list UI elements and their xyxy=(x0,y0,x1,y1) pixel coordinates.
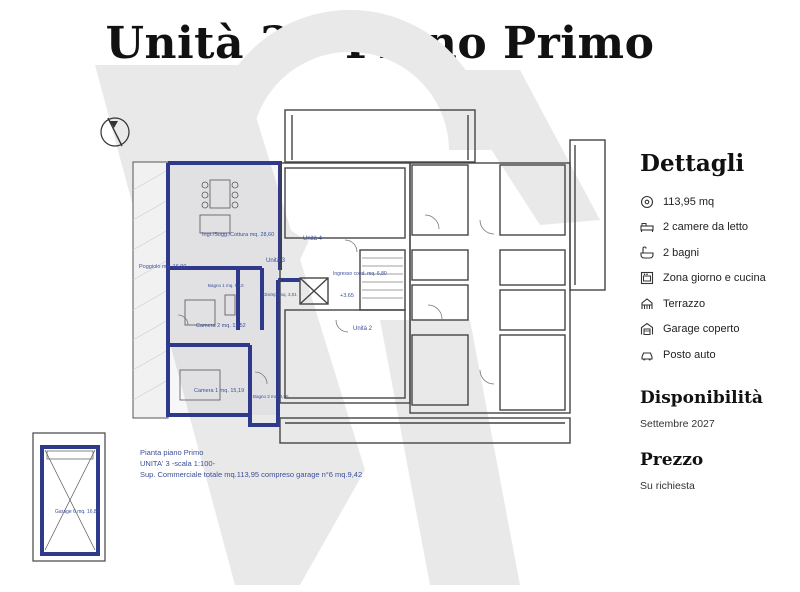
price-value: Su richiesta xyxy=(640,479,695,492)
feature-living-kitchen: Zona giorno e cucina xyxy=(640,266,795,292)
room-label-bath2: Bagno 2 mq. 4,05 xyxy=(253,394,289,399)
bed-icon xyxy=(640,220,654,234)
unit2-label: Unità 2 xyxy=(353,326,373,332)
feature-label: 2 bagni xyxy=(663,246,700,259)
terrace-icon xyxy=(640,297,654,311)
availability-value: Settembre 2027 xyxy=(640,417,715,430)
unit4-label: Unità 4 xyxy=(303,236,323,242)
feature-label: 2 camere da letto xyxy=(663,221,748,234)
feature-garage: Garage coperto xyxy=(640,317,795,343)
availability-section: Disponibilità Settembre 2027 xyxy=(640,388,795,430)
room-label-balcony: Poggiolo mq. 16,90 xyxy=(139,264,186,270)
plan-caption-line3: Sup. Commerciale totale mq.113,95 compre… xyxy=(140,470,362,479)
elevation-label: +3.65 xyxy=(340,293,354,299)
availability-heading: Disponibilità xyxy=(640,387,763,408)
feature-bedrooms: 2 camere da letto xyxy=(640,215,795,241)
car-icon xyxy=(640,348,654,362)
balcony-area xyxy=(132,161,169,419)
room-label-entrance: Ingresso cond. mq. 6,80 xyxy=(333,271,387,277)
garage-plan: Garage 6 mq. 16,87 xyxy=(32,432,106,562)
kitchen-icon xyxy=(640,271,654,285)
feature-bathrooms: 2 bagni xyxy=(640,240,795,266)
building-walls xyxy=(279,109,606,444)
price-section: Prezzo Su richiesta xyxy=(640,450,795,492)
room-label-bath1: Bagno 1 mq. 5,10 xyxy=(208,283,244,288)
room-label-living: Ingr./Sogg./Cottura mq. 28,60 xyxy=(202,232,274,238)
feature-label: Posto auto xyxy=(663,348,716,361)
room-label-closet: Disimp. mq. 3,01 xyxy=(263,292,297,297)
plan-caption-line1: Pianta piano Primo xyxy=(140,448,203,457)
feature-label: 113,95 mq xyxy=(663,195,715,208)
room-label-bedroom2: Camera 2 mq. 11,52 xyxy=(196,323,246,329)
feature-label: Terrazzo xyxy=(663,297,706,310)
feature-label: Garage coperto xyxy=(663,323,740,336)
furniture xyxy=(179,179,239,401)
feature-area: 113,95 mq xyxy=(640,189,795,215)
feature-parking: Posto auto xyxy=(640,342,795,368)
plan-caption-line2: UNITA' 3 -scala 1:100- xyxy=(140,459,216,468)
floor-plan: Ingr./Sogg./Cottura mq. 28,60 Poggiolo m… xyxy=(32,109,606,562)
compass-icon xyxy=(100,117,130,147)
unit3-label: Unità 3 xyxy=(266,258,286,264)
feature-label: Zona giorno e cucina xyxy=(663,272,766,285)
feature-terrace: Terrazzo xyxy=(640,291,795,317)
details-heading: Dettagli xyxy=(640,150,745,177)
garage-icon xyxy=(640,322,654,336)
area-icon xyxy=(640,195,654,209)
room-label-bedroom1: Camera 1 mq. 15,19 xyxy=(194,388,244,394)
bath-icon xyxy=(640,246,654,260)
price-heading: Prezzo xyxy=(640,449,704,470)
door-swings xyxy=(177,214,495,385)
room-label-garage: Garage 6 mq. 16,87 xyxy=(55,509,100,515)
feature-list: 113,95 mq 2 camere da letto 2 bagni Zona… xyxy=(640,189,795,368)
details-panel: Dettagli 113,95 mq 2 camere da letto 2 b… xyxy=(640,150,795,492)
